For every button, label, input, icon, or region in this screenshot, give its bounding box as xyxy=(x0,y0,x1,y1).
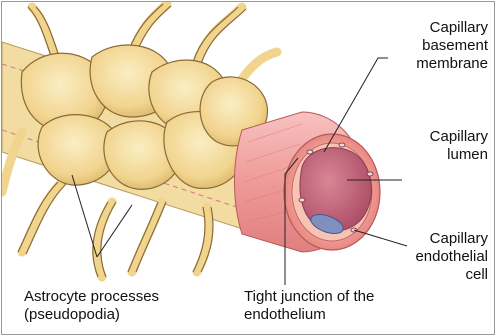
label-tight-junction: Tight junction of the endothelium xyxy=(244,288,474,324)
capillary-cross-section xyxy=(284,134,380,250)
label-capillary-endothelial-cell: Capillary endothelial cell xyxy=(368,230,488,284)
label-capillary-basement-membrane: Capillary basement membrane xyxy=(368,19,488,73)
label-astrocyte-processes: Astrocyte processes (pseudopodia) xyxy=(24,288,244,324)
label-capillary-lumen: Capillary lumen xyxy=(368,128,488,164)
